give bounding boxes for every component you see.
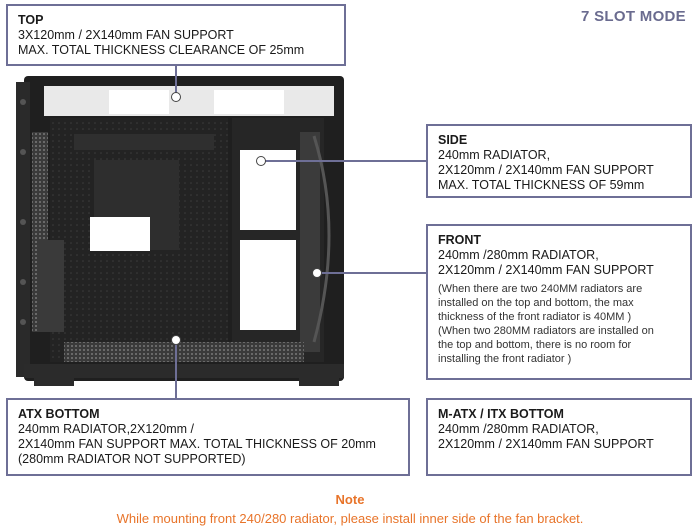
front-note: the top and bottom, there is no room for [438, 339, 632, 351]
front-marker [312, 268, 322, 278]
slot-mode-label: 7 SLOT MODE [581, 8, 686, 25]
side-line: MAX. TOTAL THICKNESS OF 59mm [438, 178, 645, 192]
atx-bottom-connector [175, 340, 177, 400]
front-note: installing the front radiator ) [438, 353, 572, 365]
matx-bottom-line: 2X120mm / 2X140mm FAN SUPPORT [438, 437, 654, 451]
side-line: 240mm RADIATOR, [438, 148, 551, 162]
top-spec-box: TOP 3X120mm / 2X140mm FAN SUPPORT MAX. T… [6, 4, 346, 66]
front-title: FRONT [438, 233, 482, 247]
front-connector [320, 272, 428, 274]
side-connector [265, 160, 428, 162]
note-text: While mounting front 240/280 radiator, p… [116, 511, 584, 526]
matx-bottom-line: 240mm /280mm RADIATOR, [438, 422, 599, 436]
front-line: 240mm /280mm RADIATOR, [438, 248, 599, 262]
front-note: thickness of the front radiator is 40MM … [438, 311, 632, 323]
side-spec-box: SIDE 240mm RADIATOR, 2X120mm / 2X140mm F… [426, 124, 692, 198]
atx-bottom-line: 2X140mm FAN SUPPORT MAX. TOTAL THICKNESS… [18, 437, 376, 451]
pc-case-illustration [16, 76, 344, 386]
atx-bottom-title: ATX BOTTOM [18, 407, 100, 421]
front-note: (When two 280MM radiators are installed … [438, 325, 654, 337]
top-line: 3X120mm / 2X140mm FAN SUPPORT [18, 28, 234, 42]
atx-bottom-spec-box: ATX BOTTOM 240mm RADIATOR,2X120mm / 2X14… [6, 398, 410, 476]
top-line: MAX. TOTAL THICKNESS CLEARANCE OF 25mm [18, 43, 305, 57]
side-title: SIDE [438, 133, 468, 147]
atx-bottom-line: (280mm RADIATOR NOT SUPPORTED) [18, 452, 246, 466]
side-line: 2X120mm / 2X140mm FAN SUPPORT [438, 163, 654, 177]
front-line: 2X120mm / 2X140mm FAN SUPPORT [438, 263, 654, 277]
top-marker [171, 92, 181, 102]
top-title: TOP [18, 13, 44, 27]
atx-bottom-marker [171, 335, 181, 345]
top-connector [175, 65, 177, 95]
note-title: Note [335, 492, 365, 507]
matx-bottom-title: M-ATX / ITX BOTTOM [438, 407, 564, 421]
matx-bottom-spec-box: M-ATX / ITX BOTTOM 240mm /280mm RADIATOR… [426, 398, 692, 476]
side-marker [256, 156, 266, 166]
front-note: installed on the top and bottom, the max [438, 297, 634, 309]
front-spec-box: FRONT 240mm /280mm RADIATOR, 2X120mm / 2… [426, 224, 692, 380]
atx-bottom-line: 240mm RADIATOR,2X120mm / [18, 422, 194, 436]
front-note: (When there are two 240MM radiators are [438, 283, 643, 295]
